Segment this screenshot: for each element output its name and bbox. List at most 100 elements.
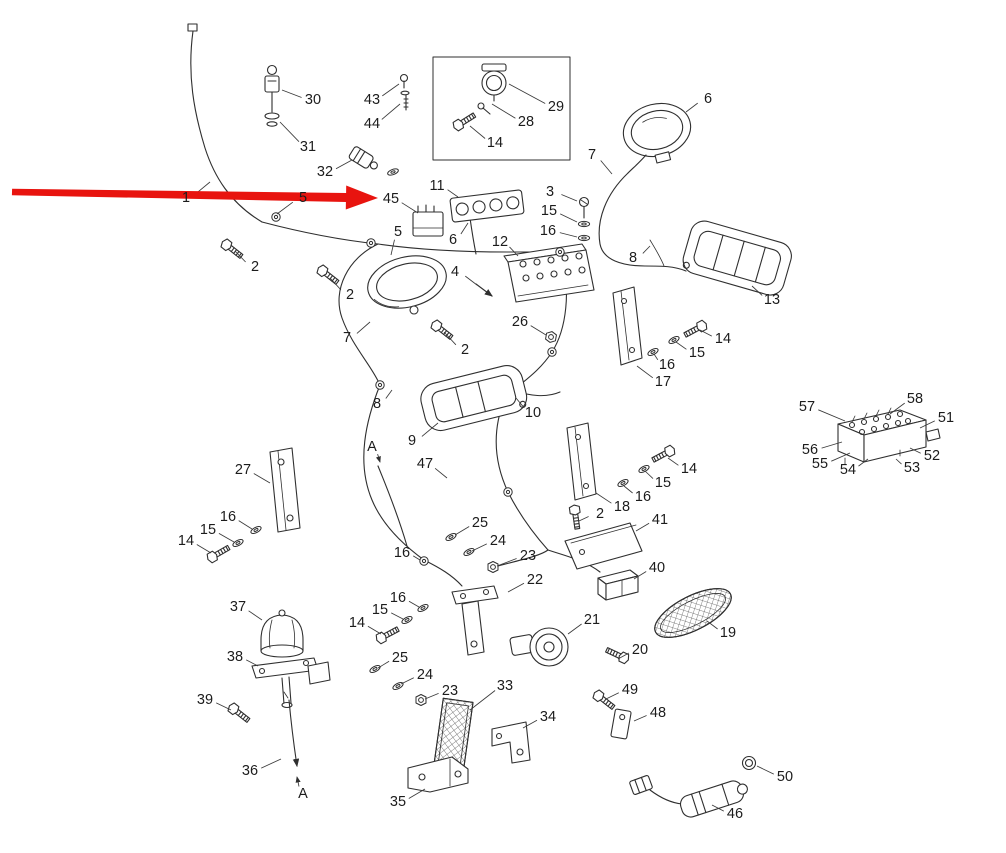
part-bracket-17 [612,286,643,366]
part-clamp-29 [481,63,507,102]
part-beacon-37 [260,609,304,658]
part-label-12: 12 [492,234,508,250]
leader-line-29 [508,83,546,104]
part-bolt-49 [590,688,618,712]
leader-line-43 [382,83,400,97]
part-label-8: 8 [629,250,637,266]
leader-line-25 [377,660,390,669]
leader-line-3 [561,194,578,202]
part-label-53: 53 [904,460,920,476]
part-label-24: 24 [490,533,506,549]
leader-line-2 [578,516,589,522]
leader-line-21 [567,623,582,635]
leader-line-22 [507,582,525,593]
part-lamp-13 [682,220,792,296]
leader-line-11 [447,189,459,198]
part-label-57: 57 [799,399,815,415]
leader-line-9 [421,422,439,437]
leader-line-24 [400,677,414,685]
part-label-20: 20 [632,642,648,658]
leader-line-16 [408,600,420,608]
leader-line-2 [443,331,457,346]
part-label-44: 44 [364,116,380,132]
leader-line-7 [600,160,613,175]
leader-line-49 [605,692,619,700]
leader-line-5 [276,201,294,215]
part-nut-26 [544,330,558,344]
part-lamp-5 [367,255,447,315]
part-label-21: 21 [584,612,600,628]
part-label-52: 52 [924,448,940,464]
part-label-56: 56 [802,442,818,458]
part-label-27: 27 [235,462,251,478]
part-bolt-14-a [682,318,710,340]
part-label-14: 14 [178,533,194,549]
part-plate-48 [610,708,632,740]
part-clamp-5-a [271,212,281,222]
part-label-16: 16 [220,509,236,525]
part-aerial-wire-1 [187,23,263,223]
part-clamp-harness-b [547,347,557,357]
leader-line-20 [617,652,630,660]
part-label-16: 16 [394,545,410,561]
part-label-4: 4 [451,264,459,280]
leader-line-16 [412,555,421,561]
part-label-18: 18 [614,499,630,515]
leader-line-19 [706,620,718,630]
leader-line-6 [685,102,698,113]
part-label-19: 19 [720,625,736,641]
part-terminal-block-51-58 [837,407,941,465]
part-washer-25-a [444,531,458,543]
part-label-2: 2 [596,506,604,522]
part-label-23: 23 [442,683,458,699]
leader-lines [195,83,935,812]
leader-line-15 [675,341,687,350]
leader-line-30 [281,89,302,98]
part-label-39: 39 [197,692,213,708]
part-label-15: 15 [541,203,557,219]
part-clamp-16 [419,556,429,566]
part-label-34: 34 [540,709,556,725]
part-label-2: 2 [461,342,469,358]
part-label-40: 40 [649,560,665,576]
part-label-7: 7 [343,330,351,346]
leader-line-14 [699,329,712,337]
part-washer-24-a [462,546,476,558]
leader-line-23 [424,693,439,700]
part-washer-16-c [249,524,263,536]
leader-line-33 [469,690,496,711]
part-label-38: 38 [227,649,243,665]
leader-line-4 [465,275,478,286]
leader-line-34 [522,719,538,729]
part-label-6: 6 [449,232,457,248]
leader-line-24 [471,543,487,552]
part-washer-16-a [646,346,660,358]
part-label-36: 36 [242,763,258,779]
part-clamp-harness-a [555,247,565,257]
part-bracket-22 [451,585,499,656]
part-label-A: A [298,786,308,802]
part-bolt-14-d [373,624,401,646]
part-bracket-35 [407,756,469,793]
leader-line-8 [642,245,651,254]
part-label-48: 48 [650,705,666,721]
leader-line-55 [831,452,851,462]
leader-line-46 [711,804,724,812]
inset-detail-box [432,56,571,161]
part-base-38 [251,657,331,709]
leader-line-8 [385,389,393,399]
part-label-51: 51 [938,410,954,426]
part-stem-30-31 [264,64,280,127]
leader-line-26 [530,325,547,336]
part-cable-46 [629,755,757,818]
part-washer-15-c [231,537,245,549]
leader-line-12 [509,246,519,257]
leader-line-51 [919,420,935,429]
leader-line-32 [335,159,353,170]
part-washer-15-b [637,463,651,475]
part-headlamp-6 [622,102,692,174]
part-clamp-8 [375,380,385,390]
